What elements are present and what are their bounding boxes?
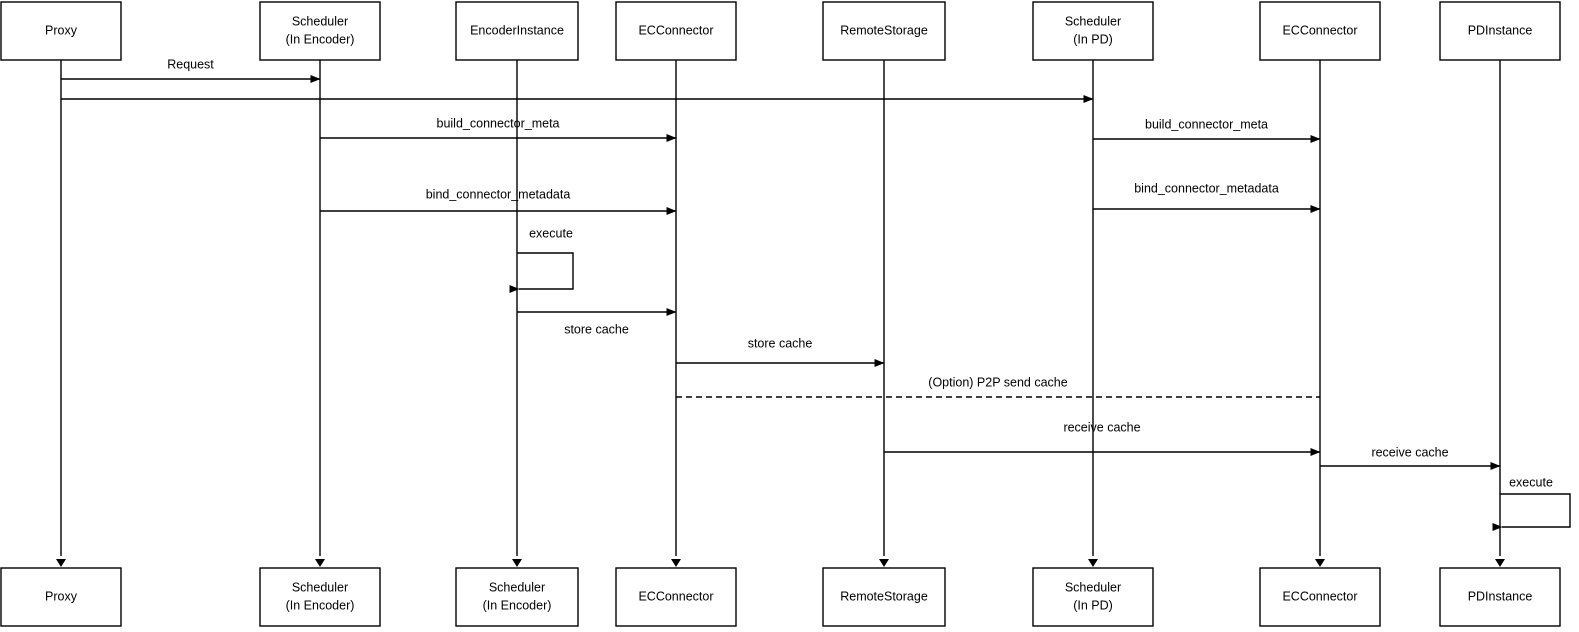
participant-bottom-label-ecconnector_enc: ECConnector xyxy=(638,589,713,603)
lifeline-arrowhead-pd_instance xyxy=(1495,559,1505,567)
participant-top-label-scheduler_pd-line2: (In PD) xyxy=(1073,32,1113,46)
participant-bottom-label-remote_storage: RemoteStorage xyxy=(840,589,928,603)
participant-bottom-box-remote_storage[interactable]: RemoteStorage xyxy=(822,567,946,627)
lifeline-arrowhead-ecconnector_pd xyxy=(1315,559,1325,567)
top-participant-boxes: Proxy Scheduler (In Encoder) EncoderInstanc… xyxy=(0,1,1561,61)
participant-top-box-rect-scheduler_enc xyxy=(259,1,381,61)
participant-top-box-ecconnector_pd[interactable]: ECConnector xyxy=(1259,1,1381,61)
participant-top-label-ecconnector_enc: ECConnector xyxy=(638,23,713,37)
message-label-m1: Request xyxy=(167,57,214,71)
participant-top-label-remote_storage: RemoteStorage xyxy=(840,23,928,37)
message-label-m6: bind_connector_metadata xyxy=(1134,181,1279,195)
participant-bottom-label-encoder_instance-line2: (In Encoder) xyxy=(483,598,552,612)
bottom-participant-boxes: Proxy Scheduler (In Encoder) Scheduler (In E… xyxy=(0,567,1561,627)
participant-top-label-scheduler_enc-line2: (In Encoder) xyxy=(286,32,355,46)
participant-bottom-box-pd_instance[interactable]: PDInstance xyxy=(1439,567,1561,627)
participant-top-box-ecconnector_enc[interactable]: ECConnector xyxy=(615,1,737,61)
message-label-m7: store cache xyxy=(564,322,629,336)
participant-top-label-proxy: Proxy xyxy=(45,23,78,37)
participant-top-box-remote_storage[interactable]: RemoteStorage xyxy=(822,1,946,61)
message-label-m9: (Option) P2P send cache xyxy=(928,375,1067,389)
participant-top-label-encoder_instance: EncoderInstance xyxy=(470,23,564,37)
message-label-m10: receive cache xyxy=(1063,420,1140,434)
lifeline-arrowhead-scheduler_enc xyxy=(315,559,325,567)
participant-top-box-rect-remote_storage xyxy=(822,1,946,61)
message-m5[interactable]: bind_connector_metadata xyxy=(320,187,677,215)
message-m6[interactable]: bind_connector_metadata xyxy=(1093,181,1321,213)
self-message-path-s2 xyxy=(1492,493,1571,531)
message-m1[interactable]: Request xyxy=(61,57,321,83)
participant-bottom-box-rect-pd_instance xyxy=(1439,567,1561,627)
message-m7[interactable]: store cache xyxy=(517,308,677,336)
participant-bottom-box-scheduler_enc[interactable]: Scheduler (In Encoder) xyxy=(259,567,381,627)
participant-top-box-pd_instance[interactable]: PDInstance xyxy=(1439,1,1561,61)
self-message-s2[interactable]: execute xyxy=(1492,475,1571,531)
participant-top-box-encoder_instance[interactable]: EncoderInstance xyxy=(455,1,579,61)
self-message-s1[interactable]: execute xyxy=(509,226,574,293)
lifelines-layer xyxy=(56,60,1505,567)
participant-bottom-label-ecconnector_pd: ECConnector xyxy=(1282,589,1357,603)
message-label-m5: bind_connector_metadata xyxy=(426,187,571,201)
self-message-label-s1: execute xyxy=(529,226,573,240)
participant-bottom-box-rect-remote_storage xyxy=(822,567,946,627)
message-label-m11: receive cache xyxy=(1371,445,1448,459)
participant-bottom-box-ecconnector_pd[interactable]: ECConnector xyxy=(1259,567,1381,627)
participant-bottom-label-scheduler_pd-line1: Scheduler xyxy=(1065,580,1121,594)
participant-bottom-label-scheduler_enc-line2: (In Encoder) xyxy=(286,598,355,612)
participant-bottom-box-encoder_instance[interactable]: Scheduler (In Encoder) xyxy=(455,567,579,627)
participant-bottom-box-proxy[interactable]: Proxy xyxy=(0,567,122,627)
participant-top-box-scheduler_pd[interactable]: Scheduler (In PD) xyxy=(1032,1,1154,61)
participant-bottom-box-rect-encoder_instance xyxy=(455,567,579,627)
message-label-m8: store cache xyxy=(748,336,813,350)
participant-bottom-label-encoder_instance-line1: Scheduler xyxy=(489,580,545,594)
lifeline-arrowhead-ecconnector_enc xyxy=(671,559,681,567)
participant-top-label-scheduler_enc-line1: Scheduler xyxy=(292,14,348,28)
participant-bottom-box-rect-proxy xyxy=(0,567,122,627)
participant-top-box-rect-proxy xyxy=(0,1,122,61)
participant-bottom-box-ecconnector_enc[interactable]: ECConnector xyxy=(615,567,737,627)
message-m4[interactable]: build_connector_meta xyxy=(1093,117,1321,143)
participant-bottom-box-rect-scheduler_enc xyxy=(259,567,381,627)
participant-top-box-rect-ecconnector_pd xyxy=(1259,1,1381,61)
self-messages-layer: execute execute xyxy=(509,226,1571,531)
participant-top-box-rect-ecconnector_enc xyxy=(615,1,737,61)
participant-bottom-label-scheduler_enc-line1: Scheduler xyxy=(292,580,348,594)
participant-bottom-box-scheduler_pd[interactable]: Scheduler (In PD) xyxy=(1032,567,1154,627)
participant-top-label-ecconnector_pd: ECConnector xyxy=(1282,23,1357,37)
message-m3[interactable]: build_connector_meta xyxy=(320,116,677,142)
participant-top-box-rect-scheduler_pd xyxy=(1032,1,1154,61)
messages-layer: Request build_connector_meta build_connect… xyxy=(61,57,1501,470)
participant-bottom-box-rect-ecconnector_enc xyxy=(615,567,737,627)
message-m11[interactable]: receive cache xyxy=(1320,445,1501,470)
participant-top-box-rect-pd_instance xyxy=(1439,1,1561,61)
self-message-path-s1 xyxy=(509,252,574,293)
lifeline-arrowhead-remote_storage xyxy=(879,559,889,567)
participant-top-box-proxy[interactable]: Proxy xyxy=(0,1,122,61)
participant-bottom-box-rect-scheduler_pd xyxy=(1032,567,1154,627)
participant-top-label-pd_instance: PDInstance xyxy=(1468,23,1533,37)
participant-bottom-label-proxy: Proxy xyxy=(45,589,78,603)
self-message-label-s2: execute xyxy=(1509,475,1553,489)
lifeline-arrowhead-scheduler_pd xyxy=(1088,559,1098,567)
lifeline-arrowhead-encoder_instance xyxy=(512,559,522,567)
lifeline-arrowhead-proxy xyxy=(56,559,66,567)
participant-bottom-label-scheduler_pd-line2: (In PD) xyxy=(1073,598,1113,612)
participant-top-box-rect-encoder_instance xyxy=(455,1,579,61)
message-m8[interactable]: store cache xyxy=(676,336,885,367)
message-m9[interactable]: (Option) P2P send cache xyxy=(676,375,1320,398)
participant-bottom-label-pd_instance: PDInstance xyxy=(1468,589,1533,603)
participant-top-box-scheduler_enc[interactable]: Scheduler (In Encoder) xyxy=(259,1,381,61)
participant-top-label-scheduler_pd-line1: Scheduler xyxy=(1065,14,1121,28)
message-m10[interactable]: receive cache xyxy=(884,420,1321,456)
message-label-m3: build_connector_meta xyxy=(437,116,560,130)
participant-bottom-box-rect-ecconnector_pd xyxy=(1259,567,1381,627)
message-label-m4: build_connector_meta xyxy=(1145,117,1268,131)
